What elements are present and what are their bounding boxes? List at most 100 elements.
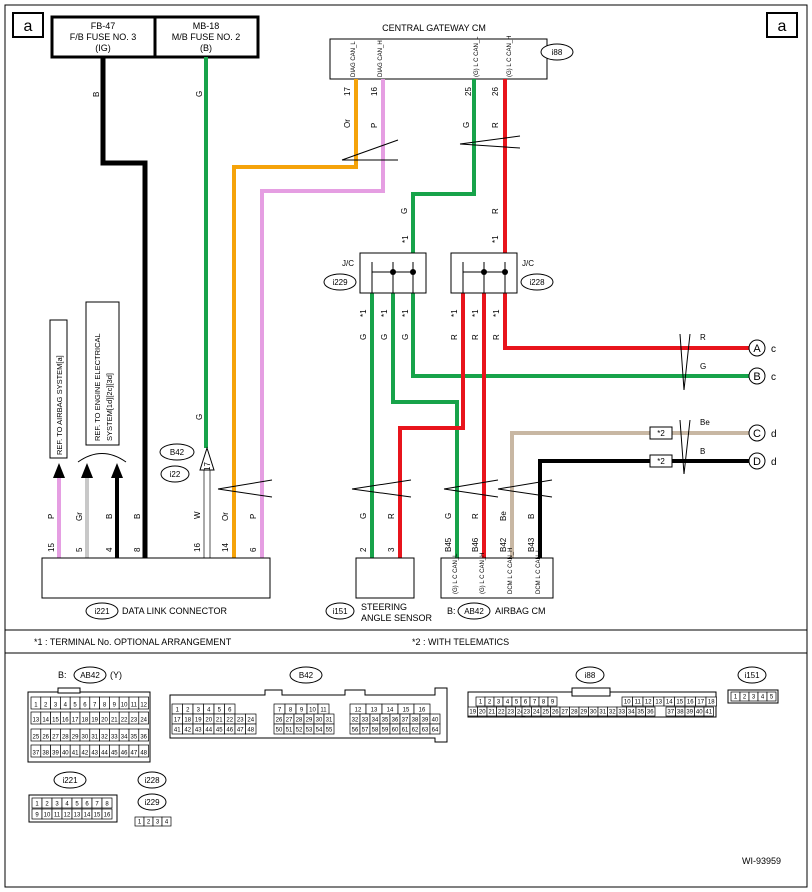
svg-text:6: 6 bbox=[249, 547, 258, 552]
connector-pin-number: 63 bbox=[422, 728, 429, 734]
svg-text:R: R bbox=[491, 122, 500, 128]
connector-pin-number: 21 bbox=[216, 718, 223, 724]
connector-pin-number: 18 bbox=[708, 700, 715, 706]
svg-text:*1: *1 bbox=[491, 235, 500, 243]
connector-pin-number: 8 bbox=[105, 802, 109, 808]
connector-pin-number: 48 bbox=[140, 751, 147, 757]
svg-text:16: 16 bbox=[193, 543, 202, 552]
connector-pin-number: 28 bbox=[296, 718, 303, 724]
connector-pin bbox=[645, 706, 656, 717]
connector-pin-number: 21 bbox=[488, 710, 495, 716]
wire-red-i228-3 bbox=[503, 278, 750, 350]
svg-text:G: G bbox=[462, 122, 471, 128]
svg-text:*2: *2 bbox=[657, 429, 665, 438]
connector-pin-number: 2 bbox=[44, 703, 48, 709]
connector-pin bbox=[766, 691, 777, 702]
connector-pin-number: 26 bbox=[276, 718, 283, 724]
connector-pin-number: 40 bbox=[432, 718, 439, 724]
connector-pin-number: 40 bbox=[62, 751, 69, 757]
svg-text:2: 2 bbox=[359, 547, 368, 552]
svg-text:DATA LINK CONNECTOR: DATA LINK CONNECTOR bbox=[122, 606, 228, 616]
svg-text:B42: B42 bbox=[299, 671, 314, 680]
connector-pin-number: 44 bbox=[101, 751, 108, 757]
connector-pin-number: 4 bbox=[165, 820, 169, 826]
wire-black-ig bbox=[100, 57, 148, 558]
connector-pin-number: 34 bbox=[121, 735, 128, 741]
svg-text:R: R bbox=[491, 208, 500, 214]
connector-pin-number: 17 bbox=[72, 718, 79, 724]
svg-text:i221: i221 bbox=[62, 776, 78, 785]
connector-pin-number: 2 bbox=[186, 708, 190, 714]
svg-text:G: G bbox=[444, 513, 453, 519]
connector-pin-number: 35 bbox=[637, 710, 644, 716]
connector-pin-number: 23 bbox=[237, 718, 244, 724]
connector-pin-number: 39 bbox=[422, 718, 429, 724]
connector-pin-number: 38 bbox=[677, 710, 684, 716]
connector-pin-number: 10 bbox=[309, 708, 316, 714]
connector-pin-number: 29 bbox=[306, 718, 313, 724]
svg-text:c: c bbox=[771, 372, 776, 383]
svg-text:Or: Or bbox=[221, 512, 230, 521]
svg-text:R: R bbox=[492, 334, 501, 340]
connector-pin-number: 24 bbox=[517, 710, 524, 716]
svg-text:a: a bbox=[24, 18, 33, 35]
connector-pin-number: 4 bbox=[64, 703, 68, 709]
telematics-marks: *2 *2 bbox=[649, 426, 673, 468]
svg-text:15: 15 bbox=[47, 543, 56, 552]
connector-pin-number: 40 bbox=[696, 710, 703, 716]
wire-green-i229-3 bbox=[411, 278, 750, 378]
svg-text:F/B FUSE NO. 3: F/B FUSE NO. 3 bbox=[70, 32, 137, 42]
connector-pin-number: 16 bbox=[62, 718, 69, 724]
connector-pin-number: 43 bbox=[91, 751, 98, 757]
connector-pin-number: 13 bbox=[33, 718, 40, 724]
svg-text:MB-18: MB-18 bbox=[193, 21, 220, 31]
connector-pin-number: 2 bbox=[147, 820, 151, 826]
connector-pin-number: 18 bbox=[184, 718, 191, 724]
connector-pin-number: 22 bbox=[121, 718, 128, 724]
connector-pin-number: 39 bbox=[52, 751, 59, 757]
connector-pin-number: 20 bbox=[101, 718, 108, 724]
connector-pin-number: 5 bbox=[218, 708, 222, 714]
svg-text:*1: *1 bbox=[380, 309, 389, 317]
connector-pin-number: 46 bbox=[226, 728, 233, 734]
wire-pink-diag bbox=[260, 79, 385, 558]
connector-pin-number: 16 bbox=[104, 813, 111, 819]
connector-pin-number: 1 bbox=[35, 802, 39, 808]
svg-text:R: R bbox=[471, 513, 480, 519]
svg-text:G: G bbox=[401, 334, 410, 340]
connector-pin-number: 22 bbox=[498, 710, 505, 716]
connector-pin-number: 9 bbox=[113, 703, 117, 709]
svg-text:i88: i88 bbox=[585, 671, 596, 680]
connector-pin-number: 32 bbox=[101, 735, 108, 741]
svg-text:*1: *1 bbox=[359, 309, 368, 317]
connector-pin-number: 13 bbox=[655, 700, 662, 706]
connector-pin-number: 23 bbox=[507, 710, 514, 716]
svg-text:G: G bbox=[700, 362, 706, 371]
svg-text:DCM L C CAN_H: DCM L C CAN_H bbox=[508, 548, 514, 594]
connector-pin-number: 45 bbox=[111, 751, 118, 757]
twisted-pair-marks bbox=[217, 135, 691, 498]
svg-text:AIRBAG CM: AIRBAG CM bbox=[495, 606, 546, 616]
connector-pin bbox=[323, 723, 335, 735]
connector-pin-number: 41 bbox=[72, 751, 79, 757]
wire-red-i228-1 bbox=[398, 278, 465, 558]
airbag-cm: B45 B46 B42 B43 (G) L C CAN_L (G) L C CA… bbox=[440, 537, 554, 620]
connector-pin-number: 48 bbox=[247, 728, 254, 734]
page-border bbox=[4, 4, 808, 888]
wire-orange-diag bbox=[232, 79, 358, 558]
connector-pin-number: 2 bbox=[488, 700, 492, 706]
svg-text:B42: B42 bbox=[499, 537, 508, 552]
connector-pin-number: 10 bbox=[44, 813, 51, 819]
svg-text:16: 16 bbox=[370, 87, 379, 96]
svg-text:DIAG CAN_L: DIAG CAN_L bbox=[351, 41, 357, 77]
connector-pin-number: 15 bbox=[403, 708, 410, 714]
connector-pin-number: 57 bbox=[362, 728, 369, 734]
svg-text:B:: B: bbox=[58, 670, 67, 680]
svg-text:ANGLE SENSOR: ANGLE SENSOR bbox=[361, 613, 433, 623]
connector-pin-number: 39 bbox=[686, 710, 693, 716]
connector-pin-number: 4 bbox=[207, 708, 211, 714]
svg-text:Or: Or bbox=[343, 119, 352, 128]
connector-pin-number: 1 bbox=[734, 695, 738, 701]
